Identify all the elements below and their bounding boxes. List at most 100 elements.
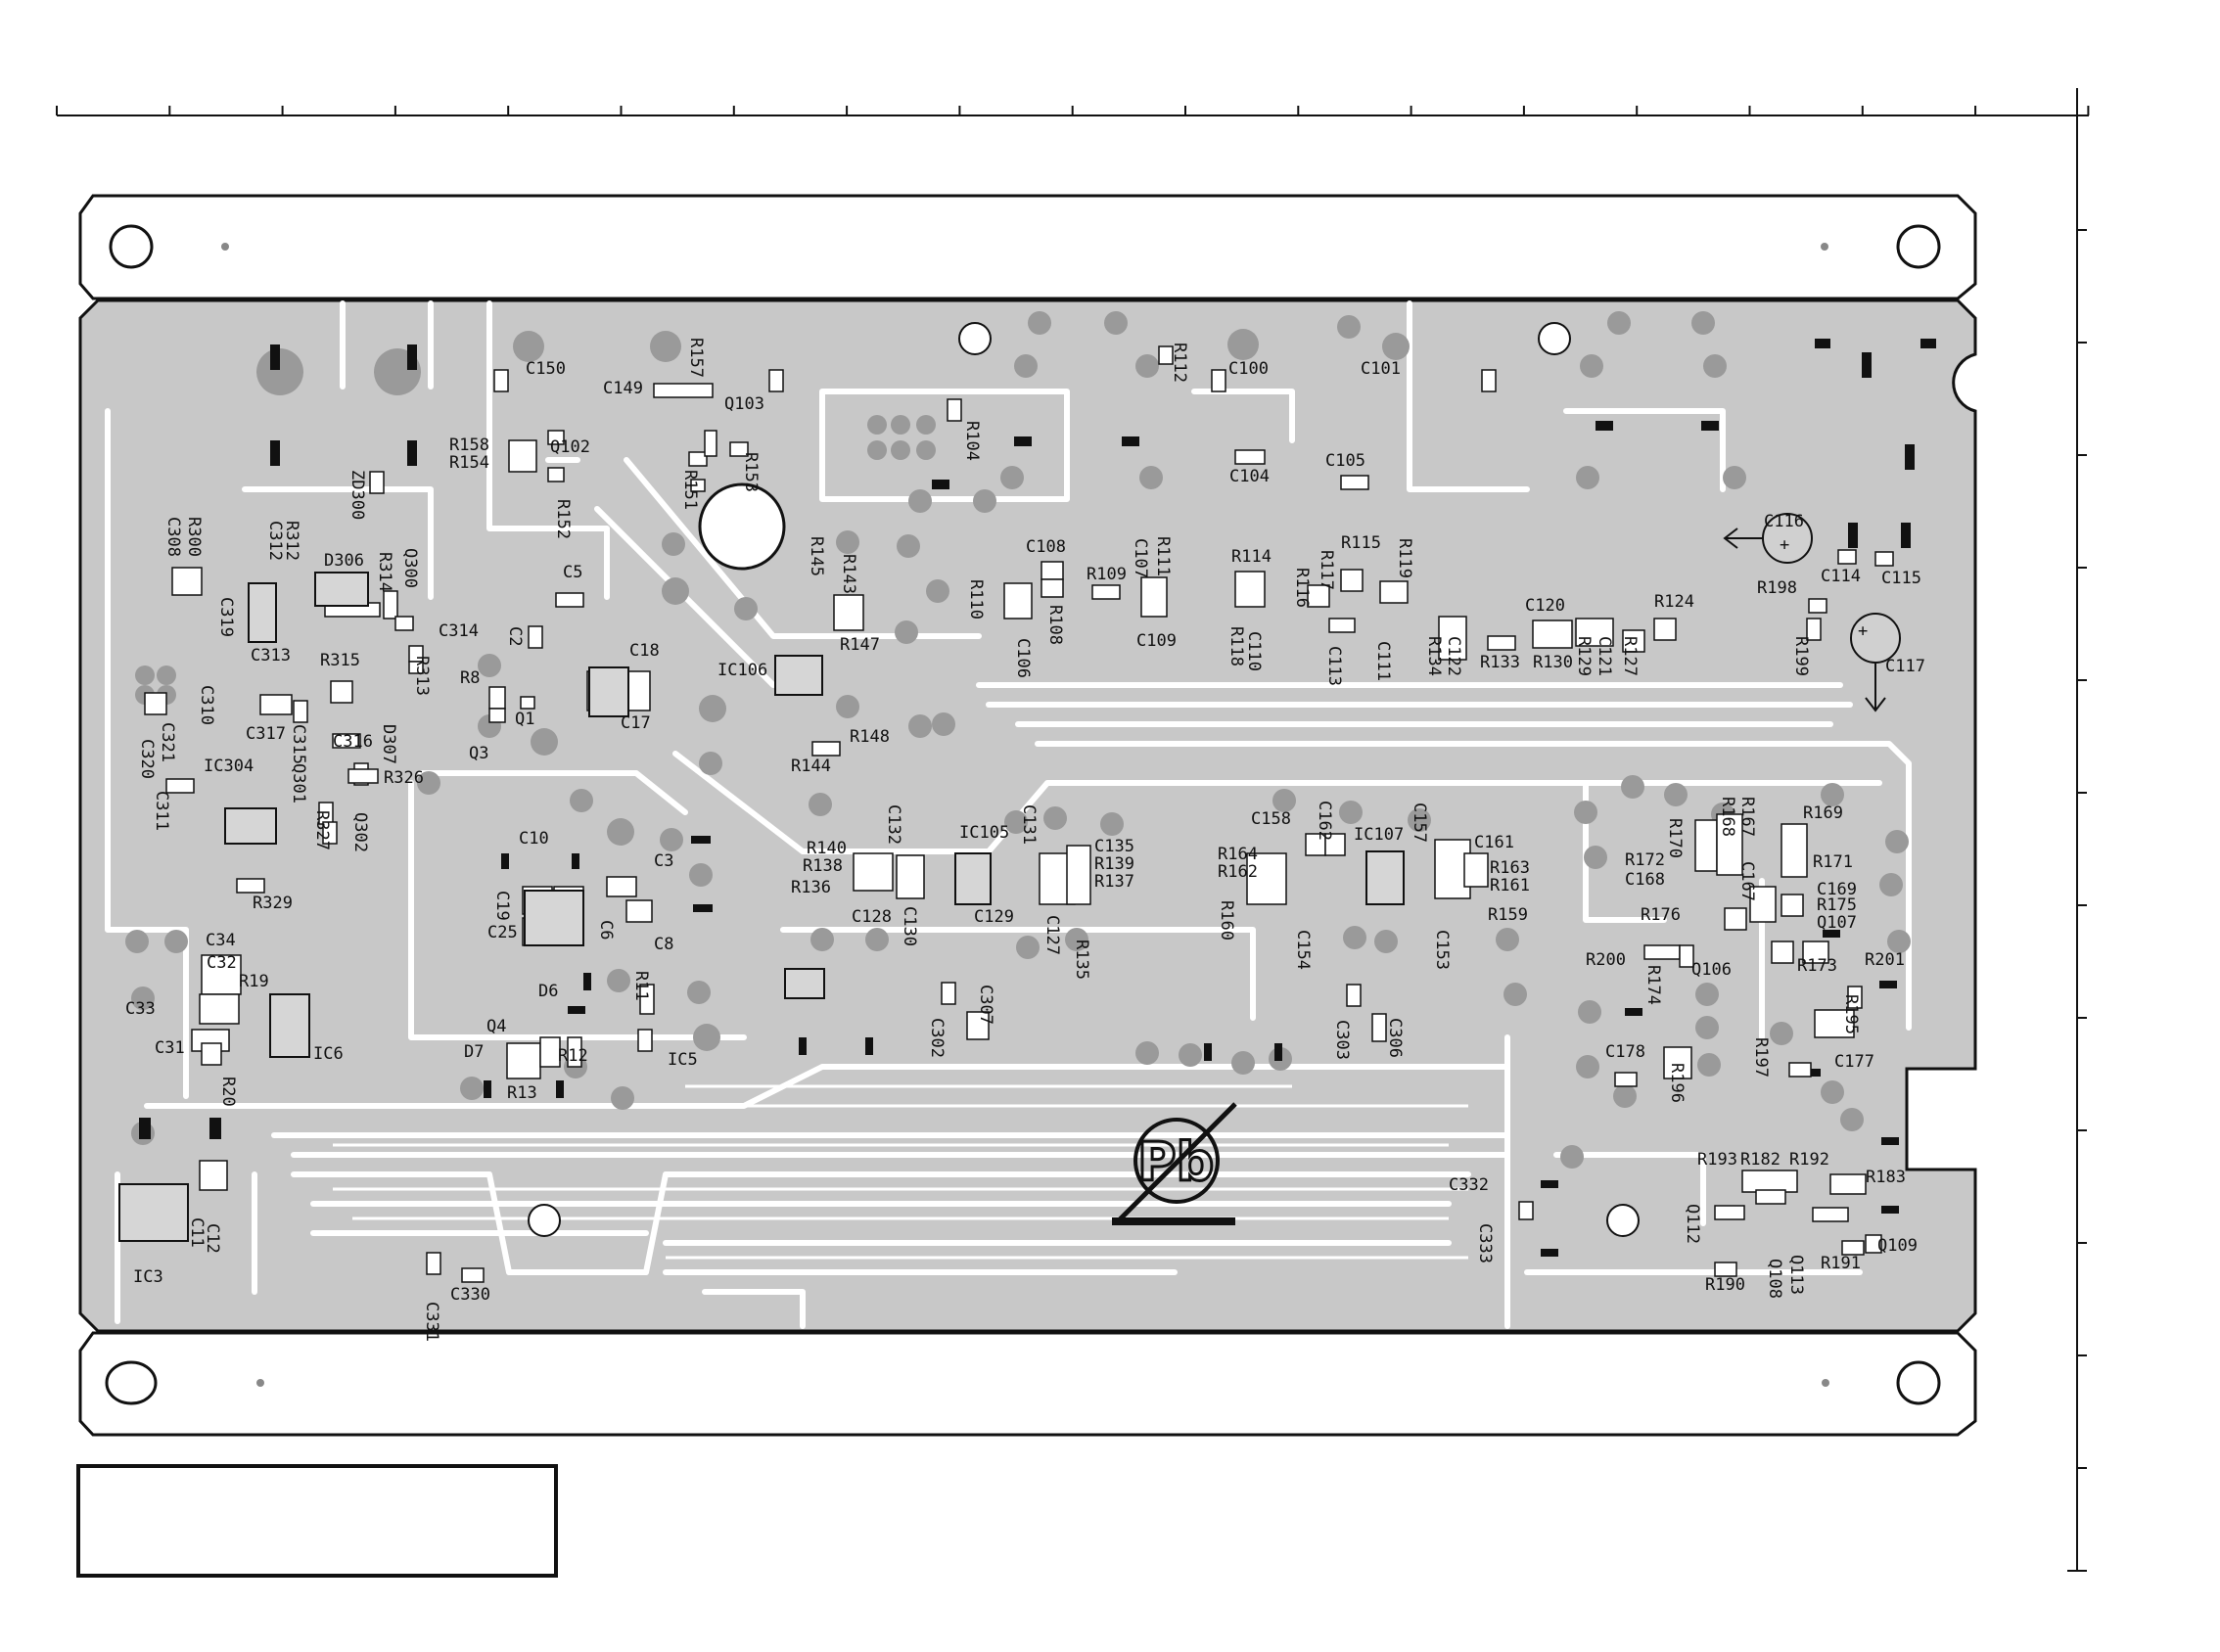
component-label: ZD300 — [347, 470, 367, 520]
electrolytic-capacitor: + — [1723, 513, 1813, 564]
component-label: C106 — [1013, 638, 1033, 678]
solder-pad — [650, 331, 681, 362]
solder-pad — [973, 489, 996, 513]
smd-component — [1340, 569, 1364, 592]
solder-pad — [809, 793, 832, 816]
component-label: R173 — [1797, 956, 1837, 976]
component-label: C153 — [1432, 930, 1452, 970]
solder-pad — [1576, 466, 1599, 489]
solder-pad — [157, 665, 176, 685]
smd-component — [1814, 1009, 1855, 1038]
component-label: R11 — [631, 971, 651, 1001]
ground-pad — [1204, 1043, 1212, 1061]
smd-component — [1865, 1234, 1882, 1254]
component-label: IC5 — [668, 1050, 698, 1070]
silkscreen-labels: C150C149R157Q103R158R154Q102R153R151R152… — [125, 338, 1925, 1342]
ground-pad — [1920, 339, 1936, 348]
component-label: C161 — [1474, 833, 1514, 852]
ground-pad — [1881, 1206, 1899, 1214]
smd-component — [768, 369, 784, 392]
solder-pad — [1139, 466, 1163, 489]
solder-pad — [1227, 329, 1259, 360]
solder-pad — [916, 440, 936, 460]
solder-pad — [895, 620, 918, 644]
ground-pad — [691, 836, 711, 844]
component-label: R124 — [1654, 592, 1694, 612]
smd-component — [1463, 852, 1489, 888]
component-label: C116 — [1764, 512, 1804, 531]
component-label: C10 — [519, 829, 549, 849]
solder-pad — [531, 728, 558, 756]
ground-pad — [583, 973, 591, 990]
component-label: C308 — [163, 517, 183, 557]
smd-component — [1041, 561, 1064, 580]
component-label: Q107 — [1817, 913, 1857, 933]
smd-component — [1841, 1240, 1865, 1256]
component-label: R160 — [1217, 900, 1236, 941]
smd-component — [1340, 475, 1369, 490]
component-label: R329 — [253, 894, 293, 913]
smd-component — [528, 625, 543, 649]
ground-pad — [693, 904, 713, 912]
component-label: Q112 — [1683, 1204, 1702, 1244]
smd-component — [1234, 571, 1266, 608]
solder-pad — [689, 863, 713, 887]
component-label: C167 — [1737, 861, 1757, 901]
mounting-hole — [109, 224, 154, 269]
title-block — [76, 1464, 558, 1578]
solder-pad — [131, 987, 155, 1010]
component-label: C321 — [158, 722, 177, 762]
component-label: C331 — [422, 1302, 441, 1342]
solder-pad — [908, 714, 932, 738]
component-label: R20 — [218, 1077, 238, 1107]
component-label: C117 — [1885, 657, 1925, 676]
smd-component — [369, 471, 385, 494]
smd-component — [201, 1042, 222, 1066]
component-label: C111 — [1373, 641, 1393, 681]
component-label: C115 — [1881, 569, 1921, 588]
top-rail — [78, 194, 1977, 300]
component-label: D306 — [324, 551, 364, 571]
smd-component — [1788, 1062, 1812, 1078]
solder-pad — [660, 828, 683, 851]
component-label: R12 — [558, 1046, 588, 1066]
main-board — [78, 298, 1977, 1333]
smd-component — [639, 984, 655, 1015]
component-label: R182 — [1740, 1150, 1781, 1170]
component-label: C150 — [526, 359, 566, 379]
solder-pad — [1065, 928, 1088, 951]
component-label: C314 — [439, 621, 479, 641]
solder-pad — [164, 930, 188, 953]
smd-component — [1714, 1262, 1737, 1277]
ground-pad — [1596, 421, 1613, 431]
smd-component — [488, 686, 506, 710]
component-label: R138 — [803, 856, 843, 876]
component-label: C178 — [1605, 1042, 1645, 1062]
smd-component — [508, 439, 537, 473]
solder-pad — [916, 415, 936, 435]
smd-component — [506, 1042, 541, 1079]
smd-component — [1808, 598, 1827, 614]
component-label: R153 — [741, 452, 761, 492]
component-label: C120 — [1525, 596, 1565, 616]
component-label: R119 — [1395, 538, 1414, 578]
solder-pad — [1028, 311, 1051, 335]
ground-pad — [139, 1118, 151, 1139]
component-label: C132 — [884, 804, 903, 845]
smd-component — [606, 876, 637, 897]
solder-pad — [607, 818, 634, 846]
smd-component — [1158, 345, 1174, 365]
smd-component — [690, 479, 706, 492]
solder-pad — [1231, 1051, 1255, 1075]
smd-component — [1622, 629, 1645, 653]
solder-pad — [1664, 783, 1688, 806]
smd-component — [1140, 576, 1168, 618]
component-label: R164 — [1218, 845, 1258, 864]
component-label: R183 — [1866, 1168, 1906, 1187]
component-label: R315 — [320, 651, 360, 670]
component-label: R174 — [1643, 965, 1663, 1005]
component-label: C312 — [265, 521, 285, 561]
solder-pad — [417, 771, 440, 795]
smd-component — [1663, 1046, 1692, 1079]
